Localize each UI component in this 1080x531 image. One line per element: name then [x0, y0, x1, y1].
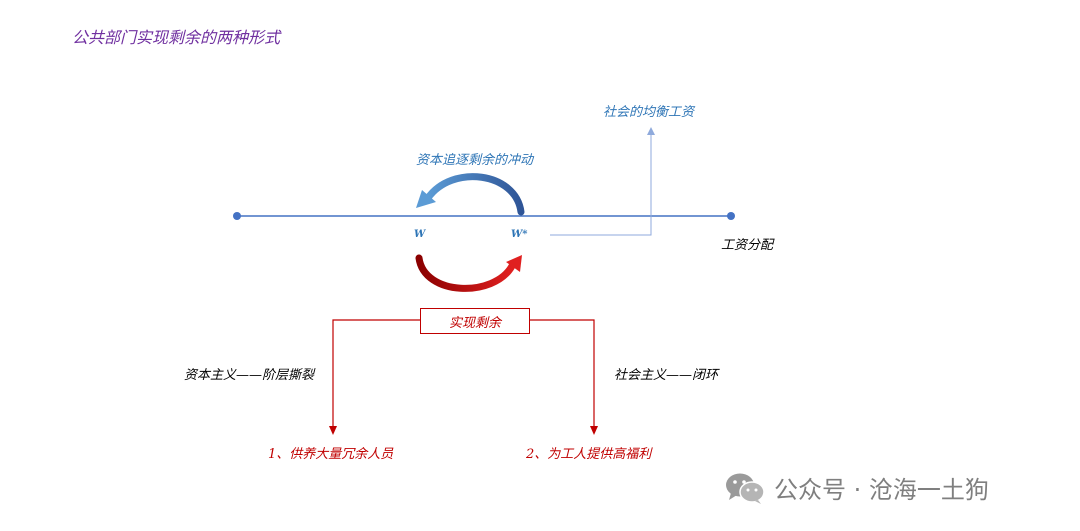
- w-label: W: [414, 229, 426, 240]
- axis-right-endpoint: [727, 212, 735, 220]
- blue-arrow-head: [416, 190, 436, 208]
- equilibrium-wage-label: 社会的均衡工资: [603, 105, 695, 120]
- red-curved-arrow: [415, 254, 516, 292]
- watermark: 公众号 · 沧海一土狗: [724, 470, 989, 505]
- capitalism-label: 资本主义——阶层撕裂: [184, 368, 315, 383]
- w-star-label: W*: [511, 229, 528, 240]
- watermark-text: 公众号 · 沧海一土狗: [774, 476, 989, 504]
- wage-distribution-label: 工资分配: [721, 238, 774, 253]
- red-arrow-head: [506, 255, 522, 272]
- right-branch-arrow-head: [590, 426, 598, 435]
- realize-surplus-box: 实现剩余: [420, 308, 530, 334]
- equilibrium-connector: [550, 133, 652, 236]
- left-branch-arrow-head: [329, 426, 337, 435]
- page-title: 公共部门实现剩余的两种形式: [72, 28, 281, 47]
- capitalism-result-label: 1、供养大量冗余人员: [268, 447, 394, 462]
- socialism-label: 社会主义——闭环: [614, 368, 719, 383]
- left-branch-line: [332, 319, 420, 428]
- capital-impulse-label: 资本追逐剩余的冲动: [416, 153, 534, 168]
- wechat-icon: [726, 473, 765, 504]
- socialism-result-label: 2、为工人提供高福利: [526, 447, 652, 462]
- axis-left-endpoint: [233, 212, 241, 220]
- blue-curved-arrow: [424, 173, 525, 216]
- equilibrium-arrow-head: [647, 127, 655, 135]
- right-branch-line: [529, 319, 595, 428]
- realize-surplus-label: 实现剩余: [448, 315, 501, 331]
